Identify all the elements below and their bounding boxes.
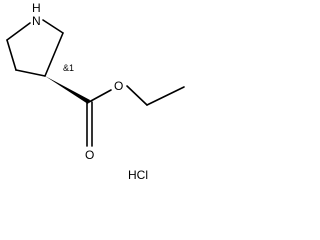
bond-n1-c5 bbox=[6, 22, 31, 41]
bond-c2-n1 bbox=[42, 19, 64, 34]
bond-c4-c3 bbox=[15, 69, 46, 77]
stereo-wedge-bond bbox=[45, 76, 90, 104]
atom-label-nitrogen: N bbox=[32, 14, 41, 28]
stereo-descriptor-label: &1 bbox=[63, 63, 74, 73]
bond-carbonyl-ester-oxygen bbox=[88, 89, 112, 103]
salt-label: HCl bbox=[128, 168, 148, 182]
bond-ch2-ch3 bbox=[146, 86, 185, 106]
chemical-structure-diagram: N H O O &1 HCl bbox=[6, 1, 185, 182]
atom-label-ester-oxygen: O bbox=[114, 79, 123, 93]
bond-c5-c4 bbox=[6, 39, 17, 71]
bond-ester-oxygen-ch2 bbox=[126, 85, 148, 106]
atom-label-carbonyl-oxygen: O bbox=[85, 148, 94, 162]
bond-c3-c2 bbox=[44, 32, 64, 77]
atom-label-nitrogen-hydrogen: H bbox=[32, 1, 41, 15]
